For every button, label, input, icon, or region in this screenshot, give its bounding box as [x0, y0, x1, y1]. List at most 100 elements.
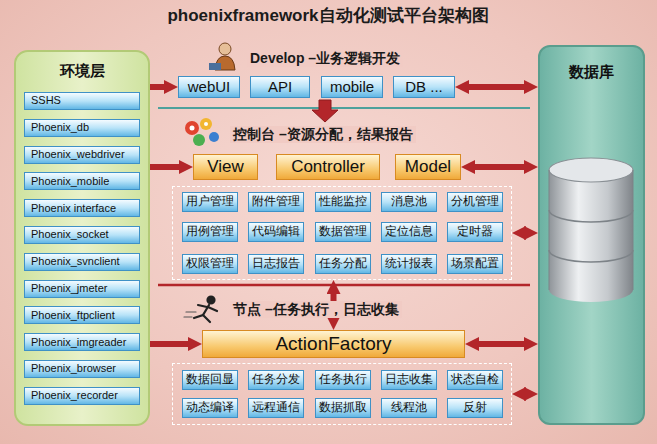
box-label: DB ... [405, 78, 443, 96]
module-box: 远程通信 [248, 398, 304, 418]
module-group-frame: 数据回显 任务分发 任务执行 日志收集 状态自检动态编译 远程通信 数据抓取线程池 反射 [172, 363, 512, 425]
module-label: 动态编译 [186, 401, 234, 415]
flow-arrow [521, 230, 529, 236]
module-box: 定位信息 [381, 222, 437, 242]
module-label: 任务分配 [319, 257, 367, 271]
module-label: Phoenix interface [31, 202, 116, 215]
module-box: 代码编辑 [248, 222, 304, 242]
box-label: Model [405, 157, 451, 177]
develop-box: mobile [321, 76, 383, 98]
module-group-frame: 用户管理附件管理 性能监控 消息池 分机管理用例管理代码编辑 数据管理 定位信息 定时器权限… [172, 186, 512, 280]
module-label: 任务执行 [319, 373, 367, 387]
env-layer-panel: 环境层SSHSPhoenix_dbPhoenix_webdriverPhoeni… [14, 50, 150, 426]
env-module-box: Phoenix_svnclient [24, 253, 140, 271]
module-box: 分机管理 [447, 192, 503, 212]
develop-box: API [250, 76, 310, 98]
module-label: 任务分发 [252, 373, 300, 387]
module-label: Phoenix_jmeter [31, 282, 107, 295]
box-label: Controller [291, 157, 365, 177]
module-label: Phoenix_webdriver [31, 148, 125, 161]
module-box: 数据回显 [182, 370, 238, 390]
box-label: mobile [330, 78, 374, 96]
mvc-box: View [193, 154, 258, 180]
mvc-box: Model [395, 154, 461, 180]
module-label: Phoenix_browser [31, 362, 116, 375]
section-heading: Develop –业务逻辑开发 [247, 50, 403, 67]
panel-title: 数据库 [569, 63, 614, 81]
module-label: SSHS [31, 94, 61, 107]
module-box: 反射 [447, 398, 503, 418]
box-label: webUI [188, 78, 231, 96]
diagram-title: phoenixframework自动化测试平台架构图 [167, 6, 488, 26]
module-box: 性能监控 [315, 192, 371, 212]
module-label: 数据抓取 [319, 401, 367, 415]
flow-arrow [521, 391, 529, 397]
module-box: 任务分配 [315, 254, 371, 274]
module-label: 权限管理 [186, 257, 234, 271]
module-box: 权限管理 [182, 254, 238, 274]
env-module-box: Phoenix_db [24, 119, 140, 137]
module-label: 用例管理 [186, 225, 234, 239]
module-label: Phoenix_mobile [31, 175, 109, 188]
module-box: 动态编译 [182, 398, 238, 418]
env-module-box: Phoenix interface [24, 199, 140, 217]
module-label: Phoenix_db [31, 121, 89, 134]
section-divider [158, 107, 530, 109]
env-module-box: Phoenix_webdriver [24, 146, 140, 164]
section-heading: 控制台 –资源分配，结果报告 [230, 126, 416, 143]
module-label: 定位信息 [385, 225, 433, 239]
develop-box: webUI [178, 76, 240, 98]
module-box: 任务分发 [248, 370, 304, 390]
module-box: 日志收集 [381, 370, 437, 390]
section-heading: 节点 –任务执行，日志收集 [230, 301, 402, 318]
module-label: 反射 [463, 401, 487, 415]
env-module-box: Phoenix_ftpclient [24, 306, 140, 324]
module-label: 性能监控 [319, 195, 367, 209]
env-module-box: Phoenix_recorder [24, 387, 140, 405]
module-box: 附件管理 [248, 192, 304, 212]
module-label: 状态自检 [451, 373, 499, 387]
flow-arrow [470, 164, 529, 170]
section-divider [158, 284, 530, 287]
module-label: 远程通信 [252, 401, 300, 415]
module-box: 日志报告 [248, 254, 304, 274]
module-label: 场景配置 [451, 257, 499, 271]
module-label: 日志报告 [252, 257, 300, 271]
flow-arrow [464, 84, 529, 90]
env-module-box: Phoenix_imgreader [24, 333, 140, 351]
env-module-box: Phoenix_browser [24, 360, 140, 378]
module-label: Phoenix_recorder [31, 389, 118, 402]
module-box: 用户管理 [182, 192, 238, 212]
module-box: 状态自检 [447, 370, 503, 390]
module-label: Phoenix_imgreader [31, 336, 126, 349]
flow-arrow [312, 100, 338, 122]
module-box: 统计报表 [381, 254, 437, 274]
flow-arrow [150, 84, 169, 90]
env-module-box: Phoenix_socket [24, 226, 140, 244]
module-label: 消息池 [391, 195, 427, 209]
runner-icon [184, 297, 217, 323]
module-box: 用例管理 [182, 222, 238, 242]
module-box: 场景配置 [447, 254, 503, 274]
flow-arrow [150, 164, 184, 170]
module-label: 数据管理 [319, 225, 367, 239]
module-box: 定时器 [447, 222, 503, 242]
mvc-box: Controller [276, 154, 380, 180]
module-label: 定时器 [457, 225, 493, 239]
action-factory-box: ActionFactory [202, 330, 465, 358]
module-label: 附件管理 [252, 195, 300, 209]
gears-icon [185, 118, 219, 146]
env-module-box: Phoenix_jmeter [24, 280, 140, 298]
module-label: 分机管理 [451, 195, 499, 209]
module-label: 日志收集 [385, 373, 433, 387]
develop-box: DB ... [393, 76, 455, 98]
module-box: 线程池 [381, 398, 437, 418]
module-label: Phoenix_socket [31, 228, 109, 241]
box-label: API [268, 78, 292, 96]
module-box: 数据抓取 [315, 398, 371, 418]
module-label: 数据回显 [186, 373, 234, 387]
module-box: 任务执行 [315, 370, 371, 390]
module-label: Phoenix_ftpclient [31, 309, 115, 322]
module-label: Phoenix_svnclient [31, 255, 120, 268]
box-label: ActionFactory [275, 333, 391, 356]
